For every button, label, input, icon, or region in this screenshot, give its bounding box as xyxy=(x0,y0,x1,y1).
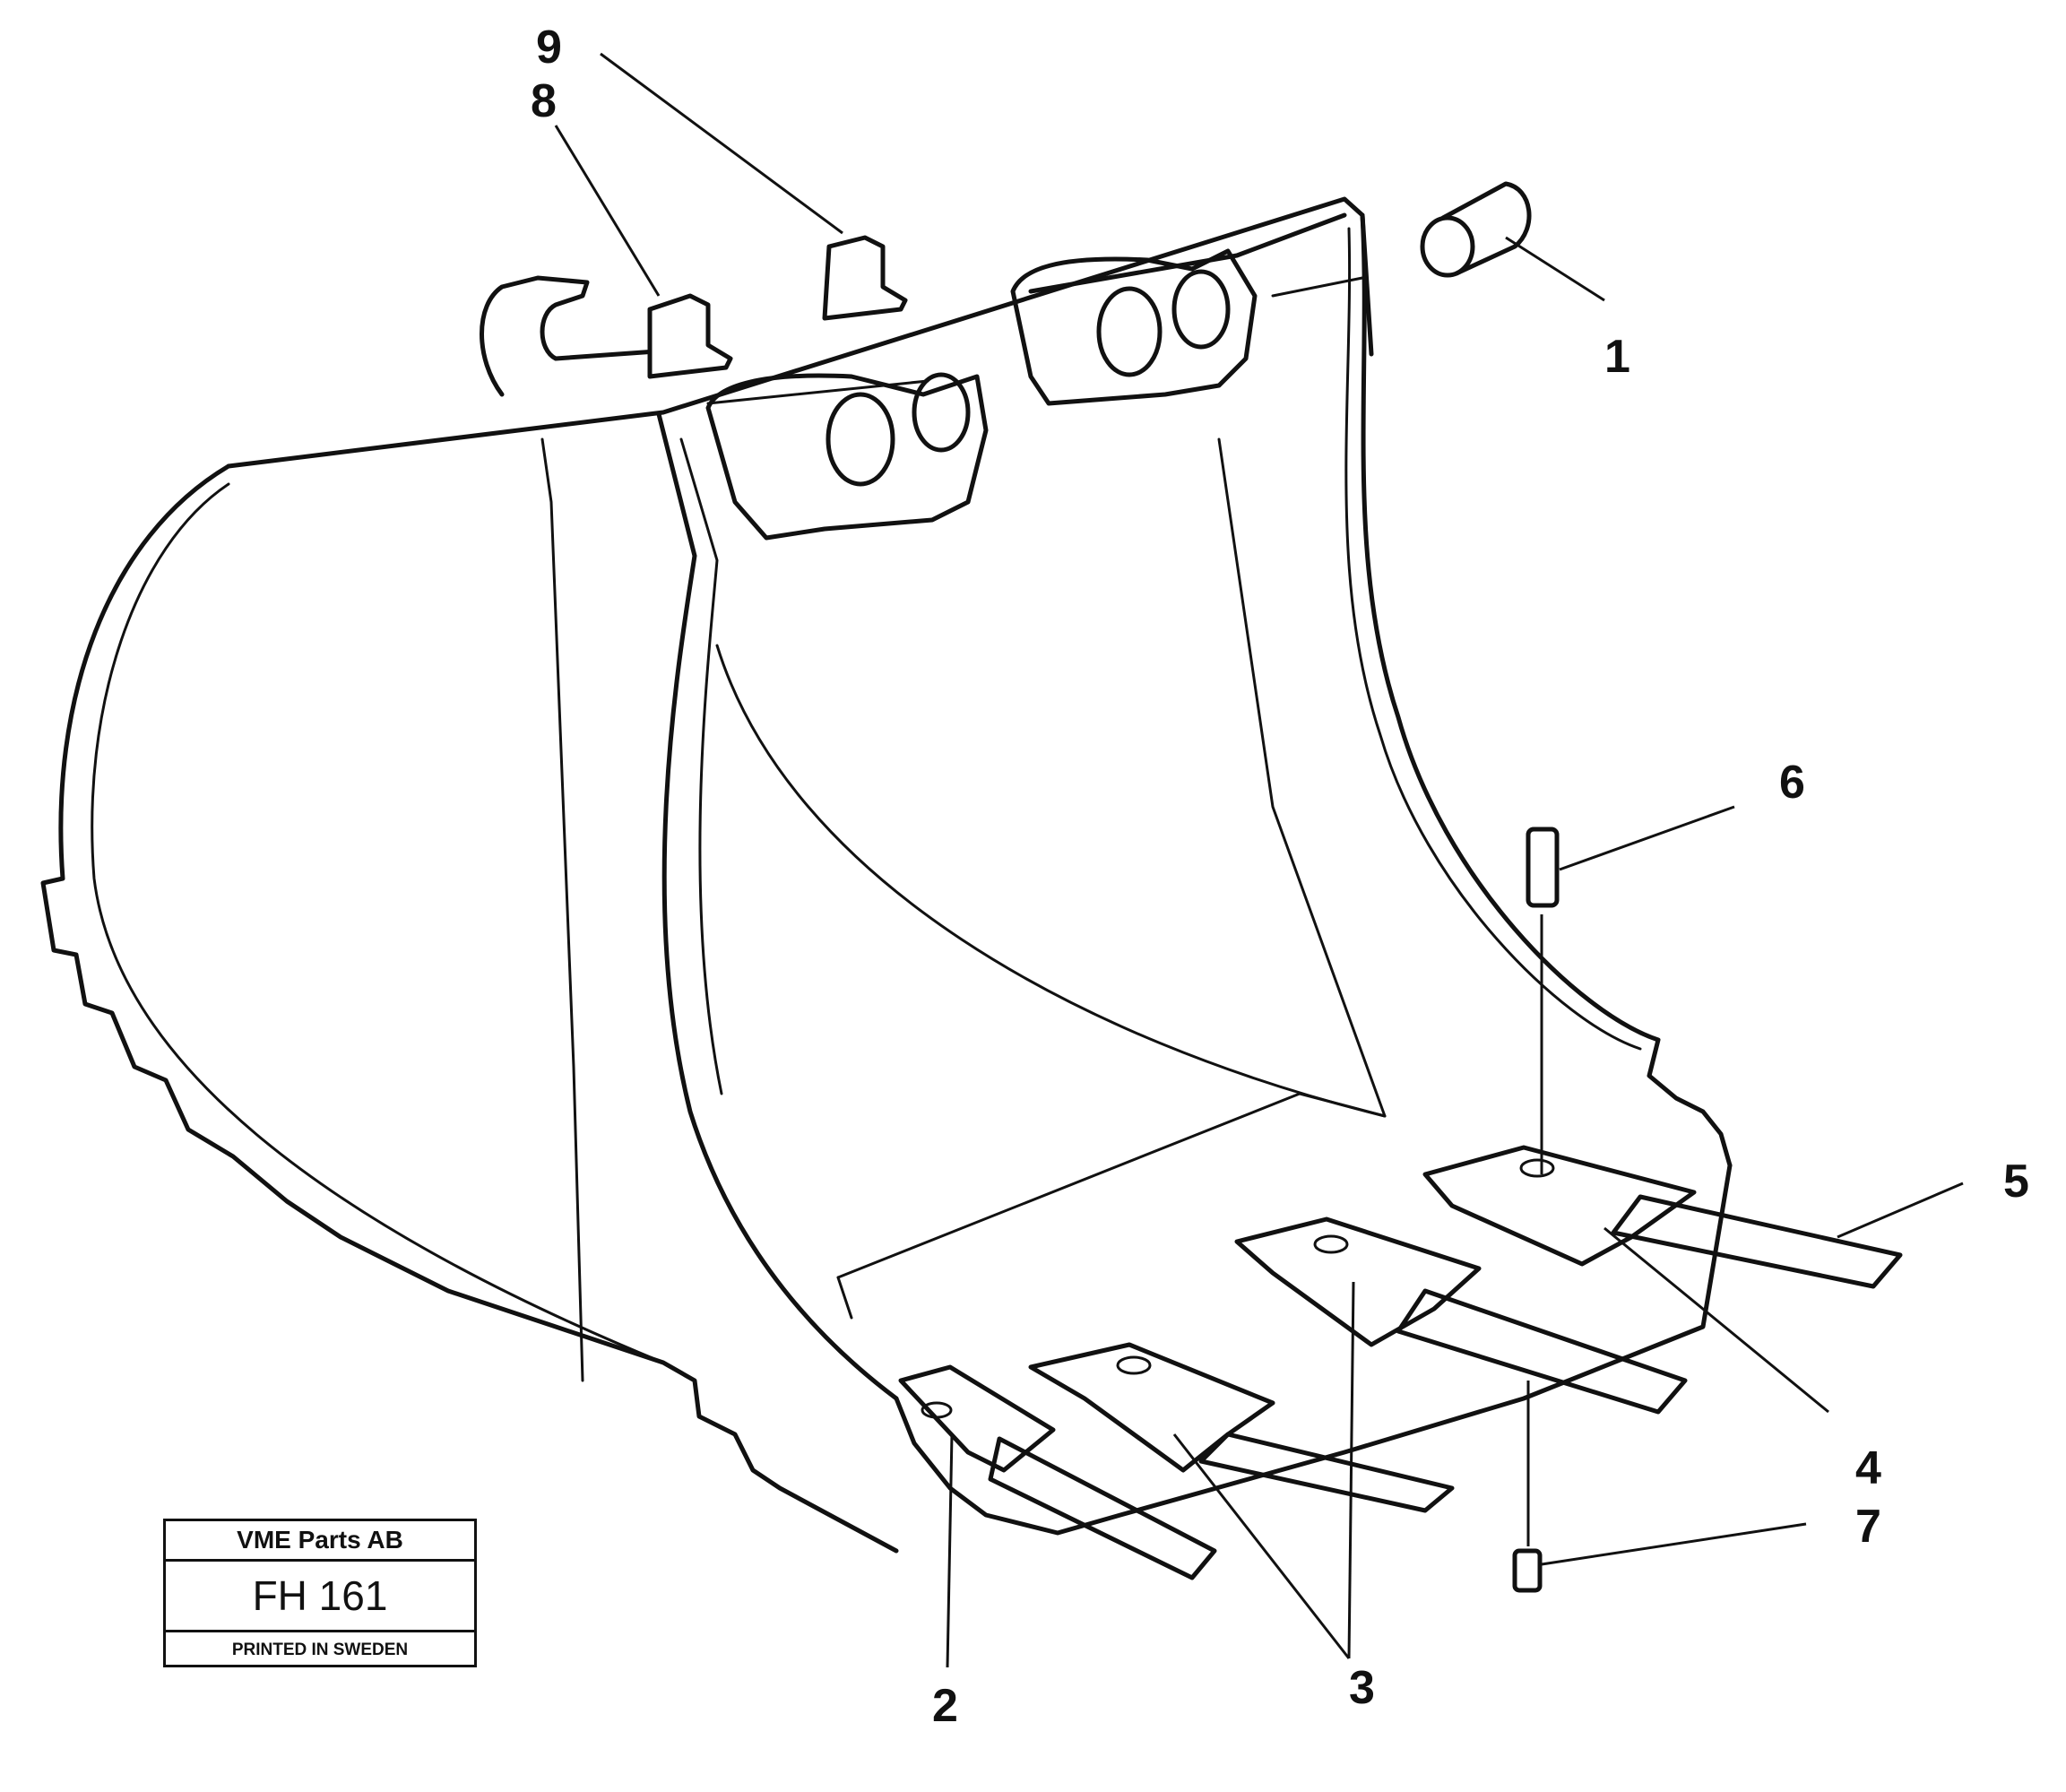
print-note: PRINTED IN SWEDEN xyxy=(231,1641,409,1659)
callout-2: 2 xyxy=(932,1680,958,1732)
title-block: VME Parts AB FH 161 PRINTED IN SWEDEN xyxy=(163,1519,477,1667)
teeth-assembly xyxy=(898,1145,1903,1580)
hinge-pin xyxy=(1420,181,1532,278)
callout-3: 3 xyxy=(1349,1662,1375,1714)
lock-parts xyxy=(1512,827,1560,1593)
callout-4: 4 xyxy=(1855,1442,1881,1494)
callout-9: 9 xyxy=(536,22,562,74)
callout-5: 5 xyxy=(2003,1156,2029,1208)
callout-7: 7 xyxy=(1855,1501,1881,1553)
hinge-bosses xyxy=(480,212,1364,541)
callout-labels: 1 2 3 4 5 6 7 8 9 xyxy=(531,22,2029,1732)
bucket-shell xyxy=(40,196,1733,1554)
drawing-code: FH 161 xyxy=(166,1562,474,1632)
callout-1: 1 xyxy=(1604,331,1630,383)
leader-lines xyxy=(554,52,1964,1668)
callout-8: 8 xyxy=(531,75,557,127)
company-name: VME Parts AB xyxy=(166,1521,474,1562)
callout-6: 6 xyxy=(1779,757,1805,809)
